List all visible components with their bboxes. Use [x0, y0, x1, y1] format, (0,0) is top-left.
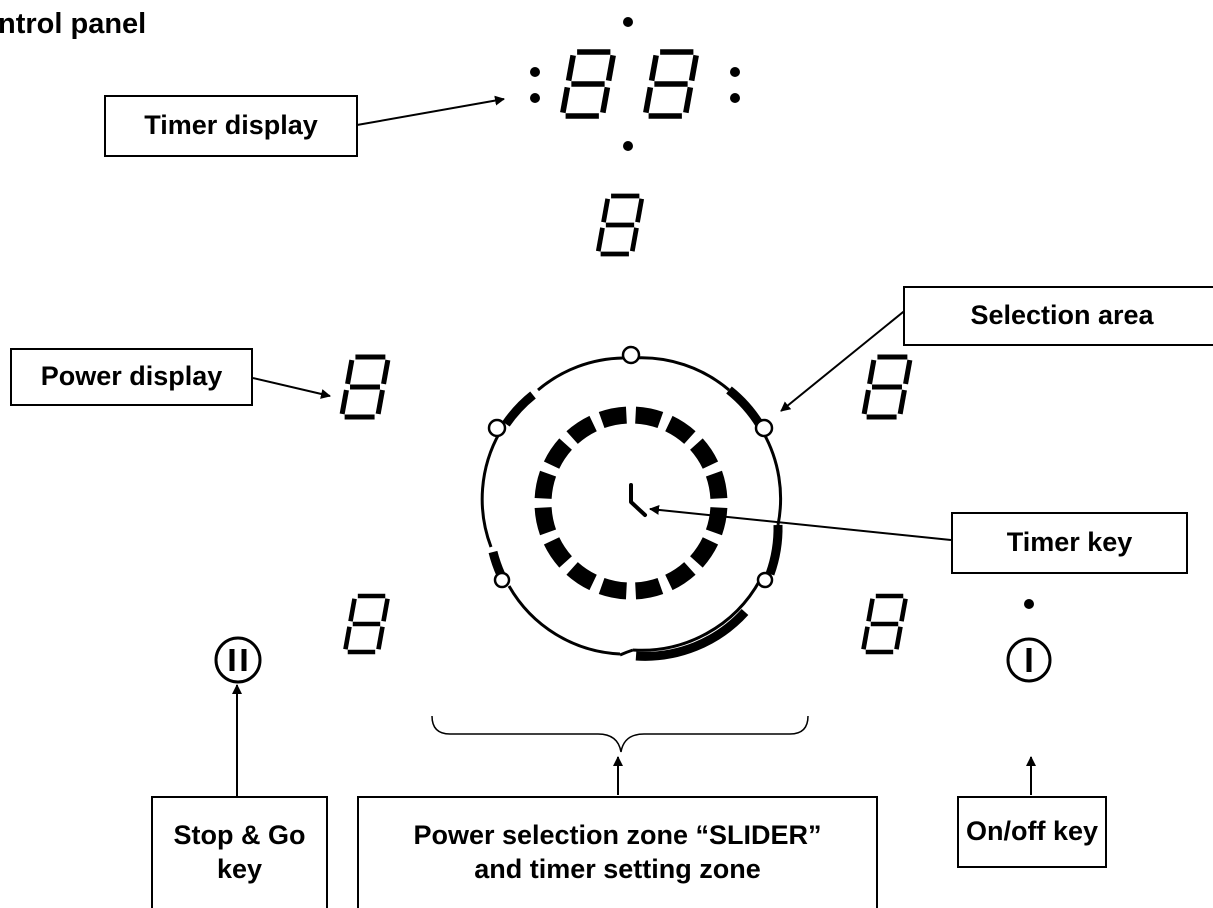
digit-segment: [601, 198, 611, 223]
digit-segment: [595, 227, 605, 252]
timer-key-label: Timer key: [951, 512, 1188, 574]
digit-segment: [565, 54, 576, 82]
digit-segment: [381, 359, 391, 385]
power-display-digit: [343, 593, 390, 655]
digit-segment: [683, 86, 694, 114]
digit-segment: [339, 389, 349, 415]
power-circle-icon[interactable]: [1006, 599, 1052, 683]
digit-segment: [861, 626, 870, 650]
timer-colon-right-dot: [730, 93, 740, 103]
slider-marker[interactable]: [754, 418, 774, 438]
power-display-digit: [861, 354, 913, 420]
digit-segment: [899, 598, 908, 622]
timer-ring-segment[interactable]: [543, 536, 573, 568]
slider-marker[interactable]: [487, 418, 507, 438]
timer-ring-segment[interactable]: [566, 561, 598, 591]
timer-colon-left-dot: [530, 67, 540, 77]
digit-segment: [629, 227, 639, 252]
digit-segment: [635, 198, 645, 223]
timer-ring-segment[interactable]: [598, 577, 628, 600]
on-off-key-label: On/off key: [957, 796, 1107, 868]
digit-segment: [376, 626, 385, 650]
digit-segment: [348, 598, 357, 622]
digit-segment: [375, 389, 385, 415]
timer-setting-ring[interactable]: [534, 406, 728, 600]
slider-zone-label: Power selection zone “SLIDER” and timer …: [357, 796, 878, 908]
digit-segment: [903, 359, 913, 385]
clock-icon[interactable]: [629, 483, 647, 517]
timer-ring-segment[interactable]: [598, 406, 628, 429]
timer-ring-segment[interactable]: [634, 577, 664, 600]
digit-segment: [560, 86, 571, 114]
pause-circle-icon[interactable]: [214, 636, 262, 684]
slider-marker[interactable]: [621, 345, 641, 365]
slider-zone-brace: [431, 715, 809, 753]
timer-ring-segment[interactable]: [689, 536, 719, 568]
timer-digit: [643, 49, 699, 119]
power-display-label: Power display: [10, 348, 253, 406]
timer-ring-segment[interactable]: [705, 470, 728, 500]
timer-ring-segment[interactable]: [689, 438, 719, 470]
power-slider-ring[interactable]: [480, 356, 783, 661]
timer-colon-left-dot: [530, 93, 540, 103]
digit-segment: [643, 86, 654, 114]
power-display-digit: [595, 193, 645, 257]
digit-segment: [688, 54, 699, 82]
digit-segment: [605, 54, 616, 82]
digit-segment: [600, 86, 611, 114]
timer-dot-bottom: [623, 141, 633, 151]
digit-segment: [867, 359, 877, 385]
timer-ring-segment[interactable]: [534, 506, 557, 536]
digit-segment: [343, 626, 352, 650]
digit-segment: [897, 389, 907, 415]
timer-dot-top: [623, 17, 633, 27]
timer-ring-segment[interactable]: [566, 415, 598, 445]
stop-go-key-label: Stop & Go key: [151, 796, 328, 908]
annotation-arrows: [232, 95, 1036, 796]
timer-digit: [560, 49, 616, 119]
timer-ring-segment[interactable]: [664, 415, 696, 445]
timer-display-label: Timer display: [104, 95, 358, 157]
page-title: ntrol panel: [0, 8, 147, 40]
power-display-digit: [339, 354, 391, 420]
digit-segment: [894, 626, 903, 650]
slider-marker[interactable]: [756, 571, 774, 589]
digit-segment: [866, 598, 875, 622]
slider-marker[interactable]: [493, 571, 511, 589]
timer-colon-right-dot: [730, 67, 740, 77]
timer-ring-segment[interactable]: [534, 470, 557, 500]
digit-segment: [648, 54, 659, 82]
timer-ring-segment[interactable]: [634, 406, 664, 429]
power-display-digit: [861, 593, 908, 655]
timer-display: [530, 17, 740, 151]
digit-segment: [861, 389, 871, 415]
timer-ring-segment[interactable]: [664, 561, 696, 591]
timer-ring-segment[interactable]: [543, 438, 573, 470]
selection-area-label: Selection area: [903, 286, 1213, 346]
digit-segment: [381, 598, 390, 622]
timer-ring-segment[interactable]: [705, 506, 728, 536]
digit-segment: [345, 359, 355, 385]
